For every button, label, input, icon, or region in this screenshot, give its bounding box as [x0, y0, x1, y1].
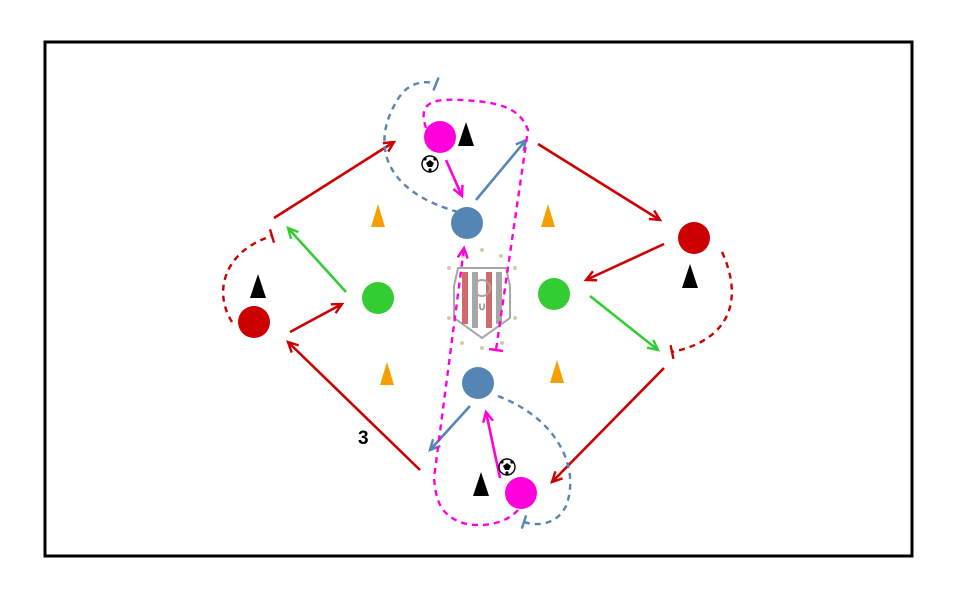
red-arrow-bottom-left	[288, 342, 421, 471]
red-arrow-left-up	[273, 142, 394, 220]
black-cone-icon	[250, 274, 266, 298]
red-arrow-right-down	[552, 367, 665, 482]
red-arrow-top-right	[537, 142, 660, 220]
player-green-left	[362, 282, 394, 314]
soccer-ball-icon	[421, 155, 439, 173]
pink-arrow-bottom	[486, 412, 502, 479]
player-red-left	[238, 306, 270, 338]
player-red-right	[678, 222, 710, 254]
red-run-right	[669, 251, 734, 360]
crest-text: U	[479, 302, 486, 312]
black-cone-icon	[458, 122, 474, 146]
red-run-left	[222, 228, 276, 323]
player-blue-bottom	[462, 367, 494, 399]
player-blue-top	[451, 207, 483, 239]
black-cone-icon	[473, 472, 489, 496]
green-arrow-right	[589, 294, 658, 350]
orange-cone-icon	[541, 204, 555, 227]
orange-cone-icon	[371, 204, 385, 227]
player-pink-top	[424, 121, 456, 153]
red-arrow-to-green-right	[586, 242, 665, 280]
blue-run-top	[383, 77, 459, 214]
pink-arrow-top	[444, 159, 462, 196]
pink-run-bottom	[432, 248, 519, 527]
orange-cone-icon	[550, 360, 564, 383]
black-cone-icon	[682, 264, 698, 288]
red-arrow-to-green-left	[289, 304, 342, 334]
orange-cone-icon	[380, 362, 394, 385]
blue-arrow-down	[430, 405, 471, 450]
player-green-right	[538, 278, 570, 310]
soccer-ball-icon	[498, 458, 516, 476]
blue-arrow-up	[475, 140, 526, 201]
step-number-label: 3	[358, 428, 369, 449]
player-pink-bottom	[505, 477, 537, 509]
pink-run-top	[422, 98, 530, 353]
green-arrow-left	[288, 228, 347, 293]
